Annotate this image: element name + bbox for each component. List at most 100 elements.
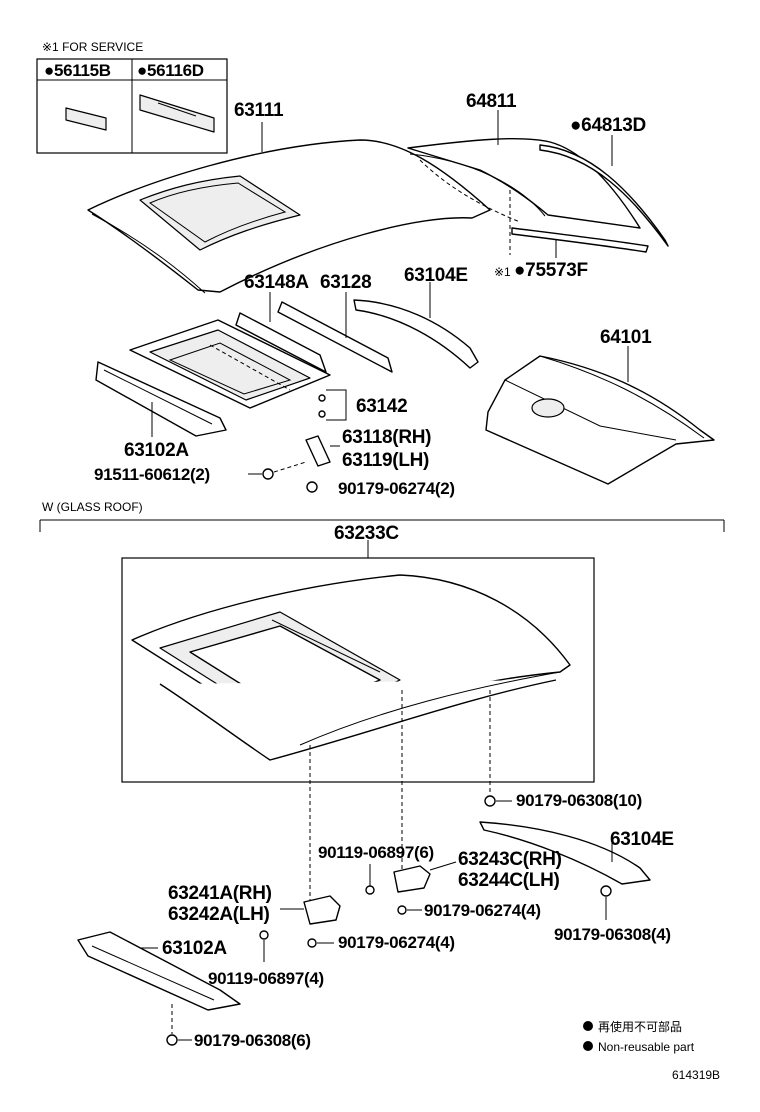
front-rail-edge <box>103 369 213 425</box>
label-63118: 63118(RH) <box>342 427 431 448</box>
service-part-56116d: ●56116D <box>137 61 204 80</box>
label-nut-4c: 90179-06274(4) <box>338 933 455 952</box>
glass-roof-assy-frame <box>121 557 595 783</box>
legend-jp: 再使用不可部品 <box>598 1019 682 1034</box>
clip-strip-shape <box>511 227 649 253</box>
label-63243c: 63243C(RH) <box>458 849 562 870</box>
rail-63104e-shape <box>353 299 479 369</box>
clip-56116d-detail <box>157 102 197 117</box>
label-75573f: ●75573F <box>514 260 588 281</box>
clip-strip-75573f: ※1 ●75573F <box>419 159 649 281</box>
glass-roof-section: W (GLASS ROOF) 63233C <box>39 500 725 783</box>
glass-roof-seal <box>159 679 557 761</box>
roof-panel-edge <box>91 213 206 294</box>
label-91511: 91511-60612(2) <box>94 465 210 484</box>
rail-63148a: 63148A <box>235 272 327 373</box>
bolt-4-icon <box>259 930 269 940</box>
label-63142: 63142 <box>356 396 407 417</box>
roof-opening-shape <box>139 175 301 251</box>
bracket-63118-63119: 63118(RH) 63119(LH) <box>305 427 431 471</box>
label-bolt-6: 90119-06897(6) <box>318 843 434 862</box>
back-panel-shape <box>485 355 715 485</box>
nut-4c-icon <box>307 938 317 948</box>
service-part-56115b: ●56115B <box>44 61 111 80</box>
nut-10-icon <box>484 795 496 807</box>
service-parts-box: ※1 FOR SERVICE ●56115B ●56116D <box>36 40 228 154</box>
rail-63104e-lower-shape <box>479 821 651 885</box>
moulding-64813d: ●64813D <box>539 115 669 247</box>
glass-roof-assembly <box>131 574 571 761</box>
sunroof-frame <box>129 319 331 409</box>
label-63102a-upper: 63102A <box>124 440 189 461</box>
legend-bullet-jp <box>583 1021 593 1031</box>
back-panel-hole <box>531 398 565 418</box>
bolt-6-icon <box>365 885 375 895</box>
rail-63148a-shape <box>235 312 327 373</box>
legend: 再使用不可部品 Non-reusable part <box>583 1019 695 1054</box>
bracket-63241a-group: 63241A(RH) 63242A(LH) 90119-06897(4) 901… <box>168 883 455 988</box>
glass-roof-rail <box>271 619 381 673</box>
nut-4b-icon <box>600 885 612 897</box>
back-panel-inner-edge <box>504 379 677 441</box>
rail-63128: 63128 <box>277 272 393 373</box>
front-rail-63102a-lower: 63102A 90179-06308(6) <box>77 931 311 1050</box>
back-panel-edge <box>539 355 705 439</box>
bracket-63142-bolt-b <box>318 410 326 418</box>
leader-63243c <box>429 861 457 871</box>
sunroof-frame-inner <box>149 329 311 401</box>
dashed-link-64811 <box>419 159 521 223</box>
label-63148a: 63148A <box>244 272 309 293</box>
label-90179-upper: 90179-06274(2) <box>338 479 455 498</box>
label-63102a-lower: 63102A <box>162 938 227 959</box>
label-63242a: 63242A(LH) <box>168 904 270 925</box>
fasteners-upper: 91511-60612(2) 90179-06274(2) <box>94 461 455 498</box>
moulding-64813d-shape <box>539 144 669 247</box>
front-rail-63102a-upper: 63102A <box>95 361 227 461</box>
label-nut10: 90179-06308(10) <box>516 791 642 810</box>
clip-56116d-icon <box>139 94 215 133</box>
figure-code: 614319B <box>672 1068 720 1082</box>
bracket-63241a-shape <box>303 895 341 925</box>
clip-56115b-icon <box>65 107 107 131</box>
bracket-63243c-group: 90119-06897(6) 63243C(RH) 63244C(LH) 901… <box>318 843 562 920</box>
label-63244c: 63244C(LH) <box>458 870 560 891</box>
section-header: W (GLASS ROOF) <box>42 500 143 514</box>
label-bolt-4: 90119-06897(4) <box>208 969 324 988</box>
front-rail-lower-edge <box>91 945 215 1001</box>
screw-91511-icon <box>262 468 274 480</box>
label-63119: 63119(LH) <box>342 450 429 471</box>
bracket-63142-bolt-a <box>318 394 326 402</box>
nut-4a-icon <box>397 905 407 915</box>
front-rail-lower-shape <box>77 931 241 1011</box>
label-63233c: 63233C <box>334 523 399 544</box>
label-64101: 64101 <box>600 327 652 348</box>
label-63104e-lower: 63104E <box>610 829 674 850</box>
glass-roof-edge <box>299 671 561 746</box>
bracket-63142: 63142 <box>318 389 408 421</box>
label-nut-4a: 90179-06274(4) <box>424 901 541 920</box>
dashed-link-screw <box>273 461 307 473</box>
label-64813d: ●64813D <box>570 115 646 136</box>
label-63111: 63111 <box>234 100 284 121</box>
label-nut-4b: 90179-06308(4) <box>554 925 671 944</box>
nut-90179-upper-icon <box>306 481 318 493</box>
rail-63128-shape <box>277 301 393 373</box>
sunroof-frame-opening <box>168 342 292 395</box>
label-63241a: 63241A(RH) <box>168 883 272 904</box>
service-note: ※1 FOR SERVICE <box>42 40 143 54</box>
legend-en: Non-reusable part <box>598 1040 695 1054</box>
roof-panel-63111: 63111 <box>87 100 491 294</box>
label-clip-ref: ※1 <box>494 265 511 279</box>
bracket-63118-shape <box>305 435 331 467</box>
legend-bullet-en <box>583 1041 593 1051</box>
leader-63142-bracket <box>326 389 347 421</box>
rail-63104e-lower: 63104E 90179-06308(4) <box>479 821 674 944</box>
sunroof-frame-dashed <box>209 344 291 391</box>
label-nut6: 90179-06308(6) <box>194 1031 311 1050</box>
back-panel-64101: 64101 <box>485 327 715 485</box>
rail-63104e-upper: 63104E <box>353 265 479 369</box>
label-64811: 64811 <box>466 91 517 112</box>
label-63128: 63128 <box>320 272 371 293</box>
